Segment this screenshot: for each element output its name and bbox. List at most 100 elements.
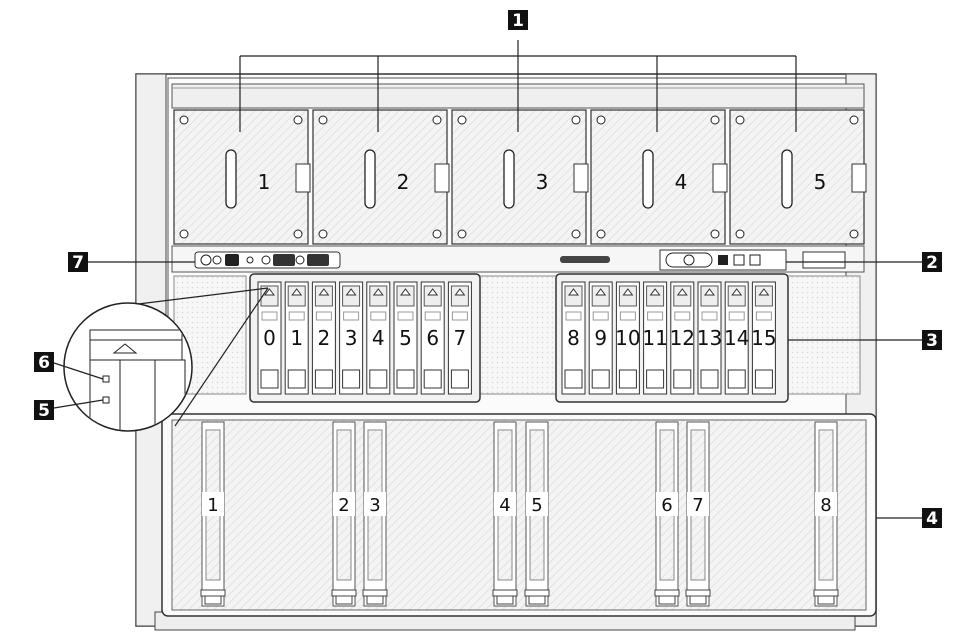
fan-number: 5 xyxy=(814,170,827,194)
screw-icon xyxy=(293,115,303,125)
fan-handle[interactable] xyxy=(225,149,237,209)
drive-bay[interactable]: 9 xyxy=(588,281,613,395)
pcie-slot-tab xyxy=(817,595,835,605)
drive-bay[interactable]: 2 xyxy=(311,281,336,395)
drive-release-latch[interactable] xyxy=(727,285,746,307)
pcie-label-bg xyxy=(494,492,516,516)
drive-bay[interactable]: 6 xyxy=(420,281,445,395)
screw-icon xyxy=(735,229,745,239)
front-io-panel xyxy=(171,245,865,273)
drive-label-bg xyxy=(259,326,280,348)
drive-handle[interactable] xyxy=(618,369,637,389)
drive-handle[interactable] xyxy=(450,369,469,389)
drive-release-latch[interactable] xyxy=(450,285,469,307)
drive-bay[interactable]: 0 xyxy=(257,281,282,395)
triangle-up-icon xyxy=(427,288,439,296)
drive-release-latch[interactable] xyxy=(314,285,333,307)
drive-label-bg xyxy=(617,326,639,348)
fan-latch[interactable] xyxy=(573,163,589,193)
drive-bay[interactable]: 12 xyxy=(670,281,695,395)
drive-release-latch[interactable] xyxy=(591,285,610,307)
drive-bay[interactable]: 7 xyxy=(447,281,472,395)
drive-handle[interactable] xyxy=(396,369,415,389)
right-vent xyxy=(781,275,861,395)
drive-release-latch[interactable] xyxy=(700,285,719,307)
drive-release-latch[interactable] xyxy=(260,285,279,307)
drive-bay[interactable]: 8 xyxy=(561,281,586,395)
callout-4: 4 xyxy=(922,508,942,529)
drive-release-latch[interactable] xyxy=(369,285,388,307)
drive-bay-number: 11 xyxy=(642,326,667,350)
pcie-slot-tab xyxy=(204,595,222,605)
pcie-slot-latch[interactable] xyxy=(492,589,518,597)
fan-latch[interactable] xyxy=(712,163,728,193)
triangle-up-icon xyxy=(676,288,688,296)
pcie-slot-latch[interactable] xyxy=(200,589,226,597)
drive-handle[interactable] xyxy=(727,369,746,389)
pcie-slot-latch[interactable] xyxy=(362,589,388,597)
pcie-label-bg xyxy=(687,492,709,516)
drive-handle[interactable] xyxy=(754,369,773,389)
drive-bay[interactable]: 14 xyxy=(724,281,749,395)
triangle-up-icon xyxy=(622,288,634,296)
pcie-label-bg xyxy=(333,492,355,516)
drive-handle[interactable] xyxy=(369,369,388,389)
drive-label-bg xyxy=(590,326,612,348)
drive-release-latch[interactable] xyxy=(754,285,773,307)
drive-bay[interactable]: 5 xyxy=(393,281,418,395)
pcie-slot-latch[interactable] xyxy=(813,589,839,597)
drive-bay[interactable]: 10 xyxy=(615,281,641,395)
drive-bay[interactable]: 11 xyxy=(642,281,668,395)
pcie-slot-number: 7 xyxy=(692,495,703,516)
drive-release-latch[interactable] xyxy=(287,285,306,307)
pcie-slot-latch[interactable] xyxy=(524,589,550,597)
drive-release-latch[interactable] xyxy=(342,285,361,307)
pcie-slot: 6 xyxy=(654,421,680,607)
pcie-slot-latch[interactable] xyxy=(331,589,357,597)
drive-handle[interactable] xyxy=(342,369,361,389)
fan-latch[interactable] xyxy=(295,163,311,193)
drive-handle[interactable] xyxy=(700,369,719,389)
drive-bay-number: 13 xyxy=(697,326,722,350)
drive-release-latch[interactable] xyxy=(423,285,442,307)
drive-vent xyxy=(728,311,745,321)
drive-handle[interactable] xyxy=(423,369,442,389)
drive-handle[interactable] xyxy=(646,369,665,389)
screw-icon xyxy=(432,229,442,239)
pcie-slot-latch[interactable] xyxy=(654,589,680,597)
triangle-up-icon xyxy=(318,288,330,296)
drive-bay-number: 12 xyxy=(670,326,695,350)
fan-handle[interactable] xyxy=(364,149,376,209)
drive-release-latch[interactable] xyxy=(564,285,583,307)
fan-handle[interactable] xyxy=(642,149,654,209)
drive-bay[interactable]: 1 xyxy=(284,281,309,395)
callout-2: 2 xyxy=(922,252,942,273)
fan-latch[interactable] xyxy=(851,163,867,193)
drive-release-latch[interactable] xyxy=(618,285,637,307)
drive-bay[interactable]: 13 xyxy=(697,281,722,395)
drive-handle[interactable] xyxy=(287,369,306,389)
fan-handle[interactable] xyxy=(781,149,793,209)
drive-handle[interactable] xyxy=(314,369,333,389)
callout-5-label: 5 xyxy=(38,401,50,421)
drive-bay[interactable]: 3 xyxy=(339,281,364,395)
callout-7-label: 7 xyxy=(72,253,84,273)
drive-bay-number: 2 xyxy=(318,326,331,350)
screw-icon xyxy=(571,115,581,125)
pcie-slot-latch[interactable] xyxy=(685,589,711,597)
drive-handle[interactable] xyxy=(260,369,279,389)
drive-handle[interactable] xyxy=(673,369,692,389)
drive-bay[interactable]: 4 xyxy=(366,281,391,395)
fan-frame xyxy=(173,109,309,245)
drive-handle[interactable] xyxy=(564,369,583,389)
drive-release-latch[interactable] xyxy=(673,285,692,307)
drive-bay[interactable]: 15 xyxy=(751,281,777,395)
drive-release-latch[interactable] xyxy=(646,285,665,307)
drive-bay-number: 9 xyxy=(594,326,607,350)
callout-1-label: 1 xyxy=(512,11,524,31)
fan-latch[interactable] xyxy=(434,163,450,193)
drive-handle[interactable] xyxy=(591,369,610,389)
screw-icon xyxy=(849,115,859,125)
fan-handle[interactable] xyxy=(503,149,515,209)
drive-release-latch[interactable] xyxy=(396,285,415,307)
